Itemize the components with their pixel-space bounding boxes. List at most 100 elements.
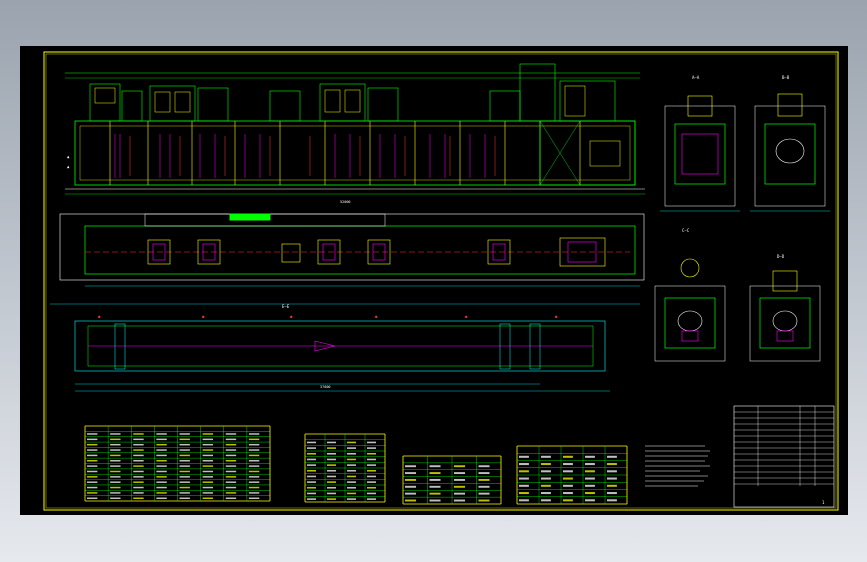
table-cell-text (327, 447, 336, 449)
table-cell-text (225, 438, 237, 441)
section-label-d: D—D (777, 254, 785, 259)
table-cell-text (519, 455, 529, 458)
table-cell-text (347, 458, 356, 461)
table-cell-text (607, 484, 617, 487)
table-cell-text (87, 438, 98, 441)
table-cell-text (405, 465, 417, 468)
table-cell-text (110, 454, 121, 457)
table-cell-text (327, 498, 336, 500)
table-cell-text (367, 469, 376, 472)
table-cell-text (367, 458, 376, 461)
table-cell-text (110, 460, 121, 462)
table-cell-text (225, 470, 237, 473)
svg-text:▲: ▲ (67, 154, 70, 159)
table-cell-text (478, 472, 490, 475)
table-cell-text (110, 497, 121, 500)
table-cell-text (563, 470, 573, 473)
table-cell-text (563, 463, 573, 466)
technical-notes (645, 445, 710, 487)
table-cell-text (607, 463, 617, 466)
table-cell-text (454, 492, 466, 495)
table-cell-text (454, 499, 466, 502)
table-cell-text (327, 475, 336, 478)
svg-text:●: ● (555, 314, 558, 319)
table-cell-text (327, 458, 336, 461)
table-cell-text (87, 460, 98, 462)
table-cell-text (585, 463, 595, 466)
table-cell-text (225, 433, 237, 435)
table-cell-text (133, 497, 144, 500)
table-cell-text (156, 486, 167, 489)
table-cell-text (110, 465, 121, 467)
table-cell-text (327, 486, 336, 489)
drawing-border (43, 51, 839, 511)
table-cell-text (156, 443, 167, 446)
table-cell-text (607, 455, 617, 458)
svg-text:▲: ▲ (67, 164, 70, 169)
table-cell-text (133, 492, 144, 494)
table-cell-text (405, 499, 417, 502)
table-cell-text (347, 481, 356, 483)
table-cell-text (179, 443, 190, 446)
table-cell-text (156, 438, 167, 441)
table-cell-text (133, 438, 144, 441)
table-cell-text (202, 476, 214, 478)
table-cell-text (478, 499, 490, 502)
table-cell-text (429, 472, 441, 475)
table-cell-text (541, 492, 551, 495)
table-cell-text (133, 470, 144, 473)
dimension-total-length: 52000 (340, 200, 351, 204)
table-cell-text (307, 481, 316, 483)
table-cell-text (585, 492, 595, 495)
table-cell-text (519, 492, 529, 495)
table-cell-text (585, 477, 595, 480)
table-cell-text (87, 454, 98, 457)
table-cell-text (585, 470, 595, 473)
table-cell-text (248, 433, 260, 435)
table-cell-text (405, 478, 417, 481)
end-view-a (660, 95, 740, 212)
table-cell-text (202, 497, 214, 500)
table-cell-text (454, 472, 466, 475)
table-cell-text (563, 455, 573, 458)
track-section-view: ●●● ●●● (50, 303, 640, 392)
table-cell-text (133, 476, 144, 478)
table-cell-text (156, 454, 167, 457)
table-cell-text (87, 492, 98, 494)
table-cell-text (202, 486, 214, 489)
table-cell-text (133, 481, 144, 483)
table-cell-text (429, 492, 441, 495)
table-cell-text (478, 465, 490, 468)
table-cell-text (347, 498, 356, 500)
table-cell-text (541, 477, 551, 480)
table-cell-text (367, 492, 376, 495)
table-cell-text (202, 460, 214, 462)
table-cell-text (367, 498, 376, 500)
table-cell-text (519, 477, 529, 480)
table-cell-text (225, 443, 237, 446)
svg-text:●: ● (290, 314, 293, 319)
table-cell-text (367, 475, 376, 478)
table-cell-text (202, 438, 214, 441)
table-cell-text (541, 484, 551, 487)
table-cell-text (327, 492, 336, 495)
table-cell-text (367, 486, 376, 489)
svg-text:●: ● (465, 314, 468, 319)
table-cell-text (541, 463, 551, 466)
table-cell-text (347, 492, 356, 495)
table-4 (516, 445, 628, 505)
table-cell-text (563, 477, 573, 480)
table-cell-text (133, 486, 144, 489)
table-cell-text (179, 481, 190, 483)
table-cell-text (87, 486, 98, 489)
table-cell-text (347, 447, 356, 449)
table-cell-text (429, 478, 441, 481)
table-cell-text (327, 469, 336, 472)
table-cell-text (541, 499, 551, 502)
table-cell-text (202, 454, 214, 457)
table-cell-text (110, 470, 121, 473)
table-cell-text (454, 478, 466, 481)
table-cell-text (367, 464, 376, 466)
table-cell-text (156, 460, 167, 462)
table-cell-text (110, 438, 121, 441)
